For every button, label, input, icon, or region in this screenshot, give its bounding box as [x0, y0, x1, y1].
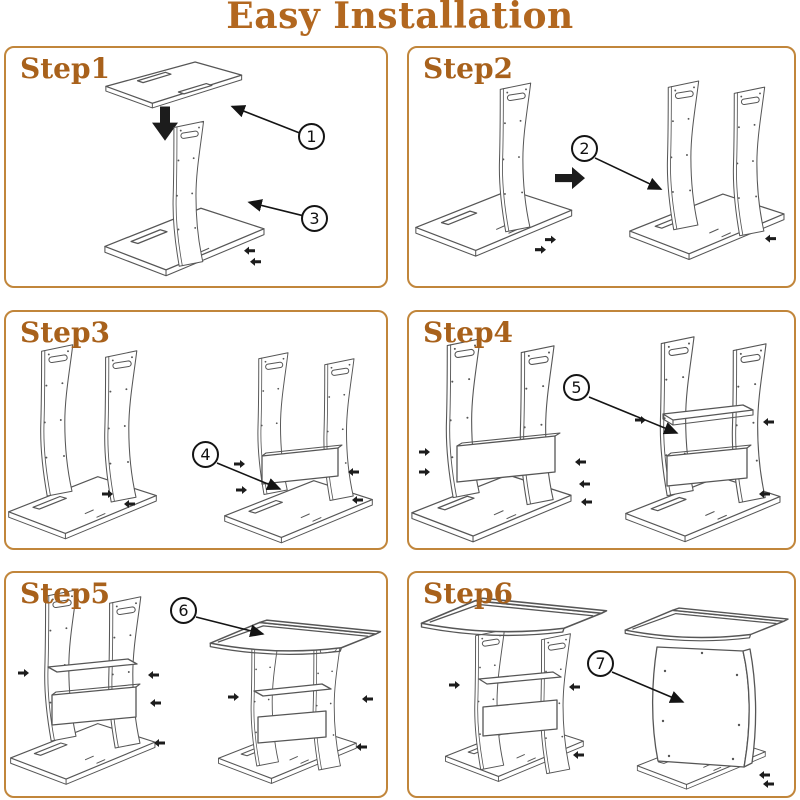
step5-panel: Step5 6	[4, 571, 388, 798]
callout-4: 4	[192, 441, 219, 468]
step5-label: Step5	[20, 577, 111, 610]
screw-arrow-icon	[244, 246, 261, 266]
shelf-board	[662, 404, 754, 426]
callout-2: 2	[571, 135, 598, 162]
callout-1: 1	[298, 123, 325, 150]
leader-arrow	[247, 199, 303, 217]
back-board	[482, 699, 558, 737]
leader-arrow	[611, 671, 685, 703]
front-panel	[651, 646, 757, 768]
step1-diagram	[104, 61, 303, 277]
side-panel	[40, 344, 74, 497]
step6-label: Step6	[423, 577, 514, 610]
side-panel	[104, 350, 138, 503]
step6-diagram	[420, 597, 789, 790]
step6-panel: Step6 7	[407, 571, 796, 798]
step5-diagram	[10, 589, 382, 785]
screw-arrow-icon	[765, 234, 776, 243]
step1-panel: Step1 1 3	[4, 46, 388, 288]
step2-diagram	[415, 80, 785, 261]
back-board	[257, 710, 327, 744]
step3-panel: Step3 4	[4, 310, 388, 550]
back-board	[51, 683, 141, 726]
callout-7: 7	[587, 650, 614, 677]
step4-diagram	[411, 336, 781, 543]
leader-arrow	[588, 396, 679, 435]
side-panel	[312, 637, 342, 771]
back-board	[261, 444, 343, 485]
callout-6: 6	[170, 597, 197, 624]
step3-diagram	[8, 344, 373, 544]
side-panel	[666, 80, 700, 231]
back-board	[456, 432, 561, 483]
callout-5: 5	[563, 374, 590, 401]
page-title: Easy Installation	[226, 0, 574, 37]
lectern-top	[624, 607, 789, 642]
step1-label: Step1	[20, 52, 111, 85]
callout-3: 3	[301, 205, 328, 232]
step4-label: Step4	[423, 316, 514, 349]
leader-arrow	[195, 616, 265, 638]
side-panel	[732, 86, 766, 237]
shelf-board	[253, 683, 332, 697]
screw-arrow-icon	[759, 771, 774, 788]
side-panel	[108, 596, 142, 749]
step4-panel: Step4 5	[407, 310, 796, 550]
side-panel	[323, 358, 355, 501]
lectern-top	[209, 619, 382, 656]
step3-label: Step3	[20, 316, 111, 349]
side-panel	[519, 345, 555, 506]
shelf-board	[47, 658, 138, 673]
back-board	[666, 444, 752, 487]
step2-label: Step2	[423, 52, 514, 85]
step2-panel: Step2 2	[407, 46, 796, 288]
leader-arrow	[216, 462, 282, 491]
side-panel	[498, 82, 532, 233]
side-panel	[474, 629, 505, 771]
top-board	[105, 61, 243, 109]
shelf-board	[478, 671, 562, 685]
base-board	[415, 189, 573, 257]
side-panel	[172, 120, 205, 267]
leader-arrow	[230, 105, 300, 134]
leader-arrow	[594, 157, 663, 190]
right-arrow-icon	[555, 167, 585, 190]
screw-arrow-icon	[535, 235, 556, 254]
